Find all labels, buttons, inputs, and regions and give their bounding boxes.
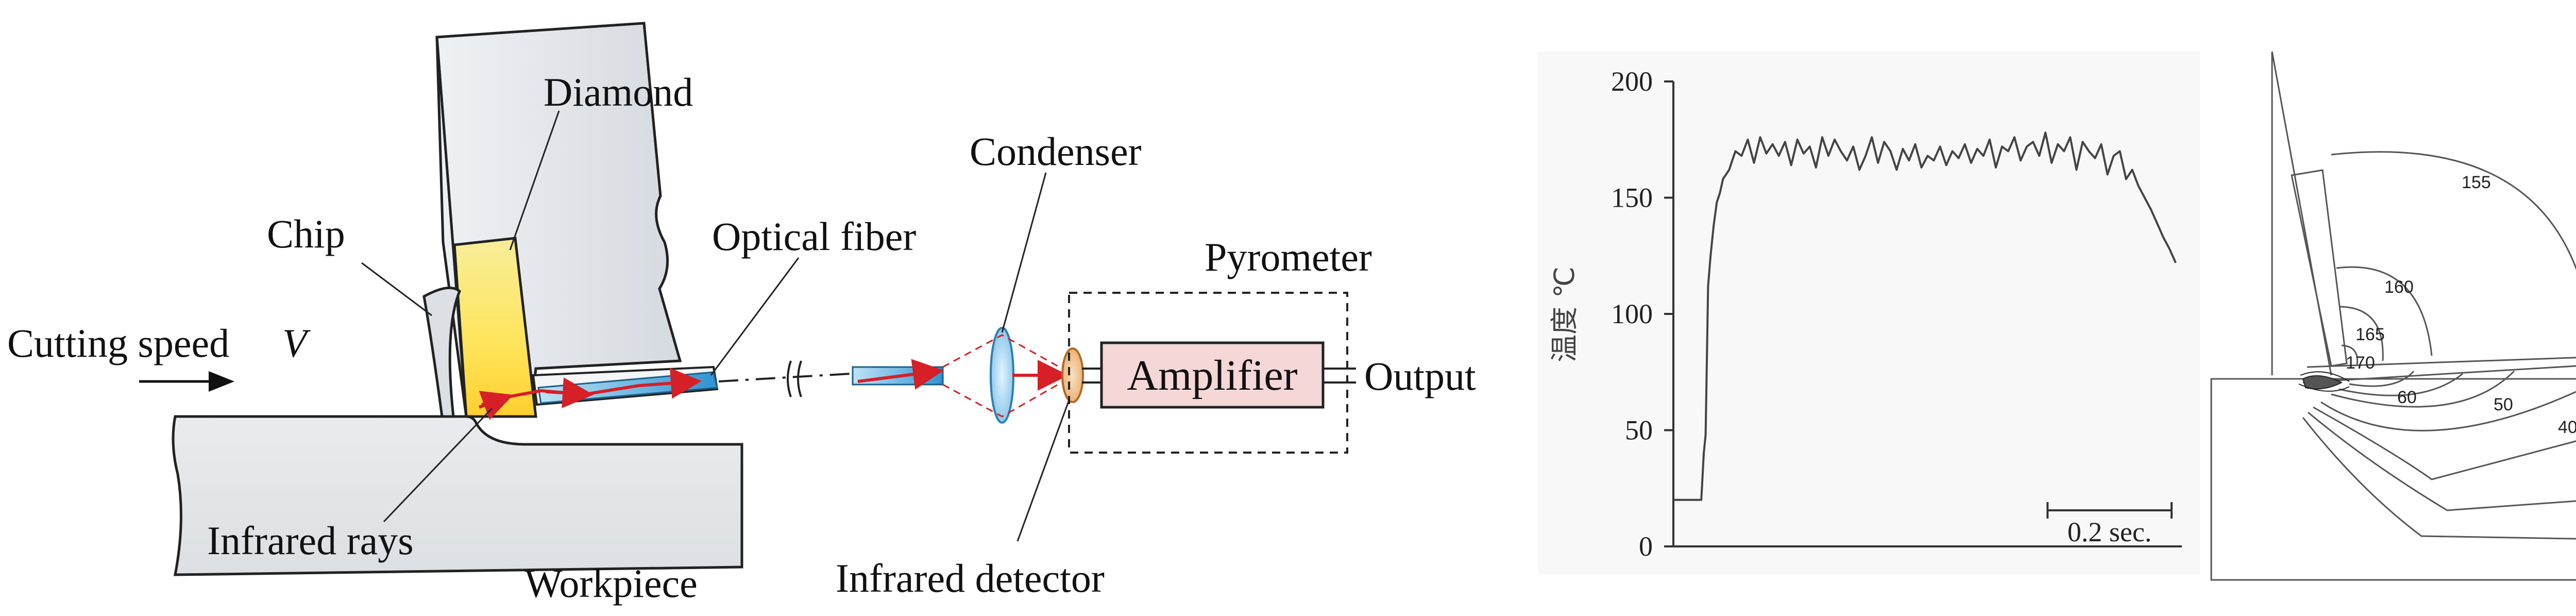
fiber-dash-line (718, 373, 851, 382)
y-tick-label: 100 (1611, 298, 1653, 329)
infrared-detector-label: Infrared detector (836, 556, 1105, 601)
infrared-rays-label: Infrared rays (207, 518, 414, 563)
isotherm-170 (2341, 344, 2359, 365)
condenser-leader (1001, 172, 1047, 333)
diamond-leader (509, 110, 560, 251)
condenser-label: Condenser (970, 129, 1142, 174)
isotherm-30 (2302, 417, 2576, 540)
workpiece (172, 415, 743, 576)
isotherm-35 (2308, 411, 2576, 511)
amplifier-box (1100, 341, 1325, 409)
contour-tool-insert (2291, 169, 2348, 367)
y-tick-label: 150 (1611, 182, 1653, 213)
fiber-break-mark (787, 360, 802, 397)
infrared-ray-arrow-2 (546, 377, 594, 408)
infrared-rays-leader (383, 407, 493, 523)
temperature-chart: 0 50 100 150 200 温度 ℃ 0.2 sec. (1538, 52, 2200, 575)
scale-bar-label: 0.2 sec. (2067, 517, 2151, 547)
temperature-series-line (1673, 131, 2177, 501)
optical-fiber-label: Optical fiber (712, 214, 916, 259)
chart-scan-background (1538, 52, 2200, 575)
isotherm-55 (2338, 373, 2463, 396)
infrared-detector-leader (1016, 399, 1070, 542)
diamond-tip (453, 237, 537, 418)
scale-bar: 0.2 sec. (2046, 502, 2173, 547)
isotherm-60 (2349, 371, 2415, 387)
y-axis-label: 温度 ℃ (1548, 267, 1581, 362)
diamond-label: Diamond (544, 70, 693, 114)
infrared-ray-arrow-1 (478, 391, 514, 420)
isotherm-160 (2336, 266, 2433, 356)
infrared-detector (1061, 347, 1084, 403)
isotherm-165 (2338, 306, 2384, 361)
isotherm-label-40: 40 (2558, 418, 2576, 437)
workpiece-label: Workpiece (524, 561, 698, 606)
output-label: Output (1364, 354, 1476, 398)
isotherm-label-160: 160 (2384, 277, 2414, 297)
amplifier-label: Amplifier (1127, 352, 1297, 399)
isotherm-50 (2331, 370, 2515, 408)
isotherm-label-50: 50 (2494, 395, 2513, 414)
y-tick-label: 200 (1611, 66, 1653, 97)
contour-rake-line (2307, 357, 2576, 368)
isotherm-label-165: 165 (2355, 325, 2385, 344)
isotherm-155 (2331, 151, 2576, 271)
contour-workpiece-boundary (2210, 378, 2576, 581)
pyrometer-label: Pyrometer (1205, 235, 1372, 279)
isotherm-label-155: 155 (2462, 173, 2491, 192)
isotherm-40 (2313, 406, 2576, 480)
isotherm-label-170: 170 (2346, 353, 2375, 373)
optical-fiber-leader (710, 257, 800, 376)
chip (422, 287, 461, 418)
y-ticks: 0 50 100 150 200 (1611, 66, 1673, 562)
fiber-exit-ray (857, 359, 944, 390)
cutting-speed-label: Cutting speed (7, 321, 229, 365)
isotherm-plot: 155 160 165 170 60 50 40 30 (2210, 51, 2576, 581)
isotherm-label-60: 60 (2397, 388, 2417, 407)
y-tick-label: 50 (1625, 415, 1653, 446)
chip-label: Chip (267, 211, 345, 256)
isotherm-45 (2320, 391, 2576, 431)
tool-tip-hotspot (2298, 371, 2350, 392)
y-tick-label: 0 (1639, 531, 1653, 562)
schematic: Amplifier Diamond Chip Cutting speed V I… (7, 22, 1476, 606)
condenser-lens (990, 327, 1014, 424)
light-cone (942, 334, 1075, 418)
pyrometer-box (1068, 292, 1348, 454)
chip-leader (361, 262, 432, 317)
velocity-symbol: V (282, 321, 311, 365)
